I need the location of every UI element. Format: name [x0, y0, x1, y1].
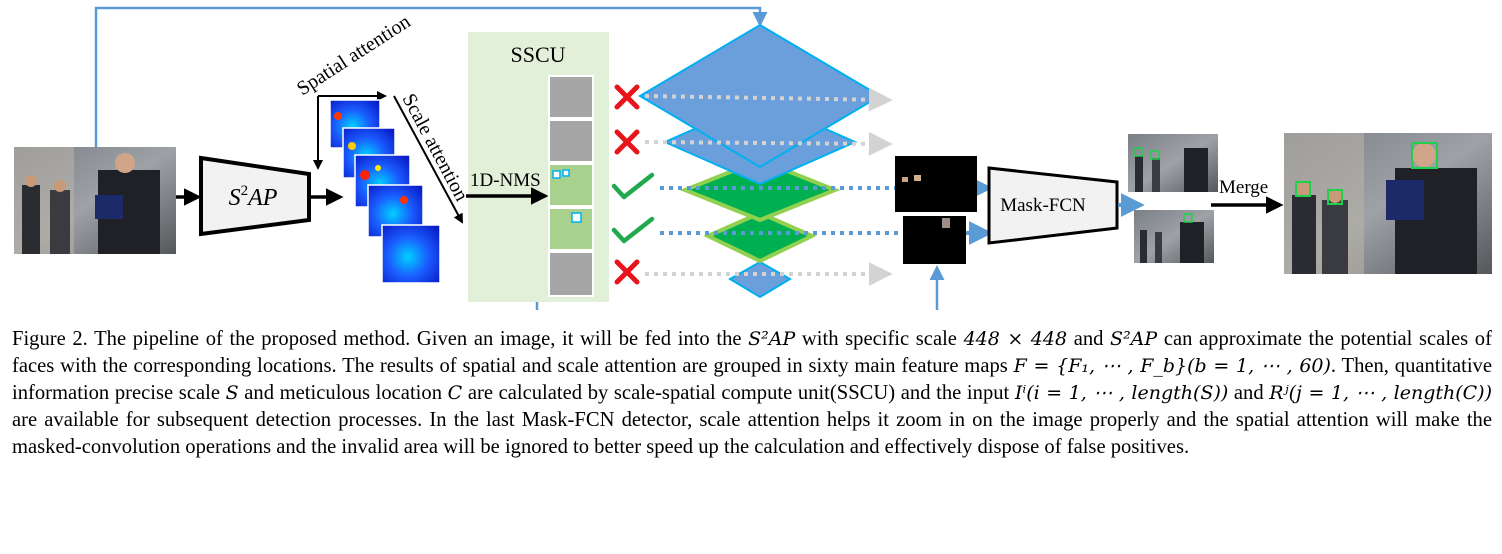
diamond-1	[638, 23, 882, 169]
caption-text-6: and meticulous location	[244, 382, 442, 404]
math-S: S	[225, 382, 239, 404]
input-image	[14, 147, 176, 254]
figure-caption: Figure 2. The pipeline of the proposed m…	[12, 326, 1492, 461]
s2ap-label: S2AP	[229, 183, 278, 211]
merge-label: Merge	[1219, 177, 1268, 198]
bottom-connector	[535, 265, 945, 310]
mask-fcn-label: Mask-FCN	[1000, 195, 1086, 216]
math-s2ap-1: S²AP	[748, 328, 796, 350]
sscu-cell-5	[548, 251, 594, 297]
math-feature-set: F = {F₁, ⋯ , F_b}(b = 1, ⋯ , 60)	[1013, 355, 1331, 377]
final-output-image	[1284, 133, 1492, 274]
sscu-cell-2	[548, 119, 594, 163]
math-input-i: Iⁱ(i = 1, ⋯ , length(S))	[1014, 382, 1229, 404]
math-scale: 448 × 448	[963, 328, 1068, 350]
s2ap-module: S2AP	[199, 155, 311, 237]
masked-input-1	[895, 156, 977, 212]
reject-mark-2	[614, 129, 640, 155]
math-C: C	[447, 382, 463, 404]
caption-text-7: are calculated by scale-spatial compute …	[467, 382, 1010, 404]
masked-inputs	[895, 156, 977, 264]
caption-text-4: can approximate the potential scales of …	[12, 328, 1492, 377]
nms-label: 1D-NMS	[470, 170, 541, 191]
decision-marks	[611, 84, 655, 285]
reject-mark-3	[614, 259, 640, 285]
heatmap-5	[381, 224, 441, 284]
caption-text-3: and	[1073, 328, 1104, 350]
caption-text-8: and	[1233, 382, 1264, 404]
sscu-panel: SSCU	[468, 32, 609, 302]
detection-outputs	[1128, 134, 1218, 263]
masked-input-2	[903, 216, 966, 264]
diamond-5	[728, 260, 792, 299]
figure-label: Figure 2.	[12, 328, 88, 350]
nms-arrow: 1D-NMS	[466, 170, 549, 205]
accept-mark-2	[611, 216, 655, 244]
diamond-4	[703, 210, 817, 264]
pipeline-diagram: S2AP Spatial attention Scale attention S…	[14, 6, 1492, 310]
scale-pyramid	[638, 23, 882, 299]
caption-text-2: with specific scale	[801, 328, 957, 350]
merge-arrow: Merge	[1211, 177, 1284, 214]
accept-mark-1	[611, 172, 655, 200]
top-feedback-connector	[94, 6, 768, 150]
reject-mark-1	[614, 84, 640, 110]
math-s2ap-2: S²AP	[1110, 328, 1158, 350]
sscu-cell-4	[548, 207, 594, 251]
caption-text-1: The pipeline of the proposed method. Giv…	[94, 328, 742, 350]
math-input-r: Rʲ(j = 1, ⋯ , length(C))	[1269, 382, 1492, 404]
caption-text-5: . Then, quantitative information precise…	[12, 355, 1492, 404]
sscu-cell-1	[548, 75, 594, 119]
sscu-label: SSCU	[510, 42, 565, 67]
spatial-attention-label: Spatial attention	[293, 11, 414, 101]
caption-text-9: are available for subsequent detection p…	[12, 409, 1492, 458]
mask-fcn-module: Mask-FCN	[987, 166, 1119, 245]
heatmap-stack	[329, 99, 441, 284]
